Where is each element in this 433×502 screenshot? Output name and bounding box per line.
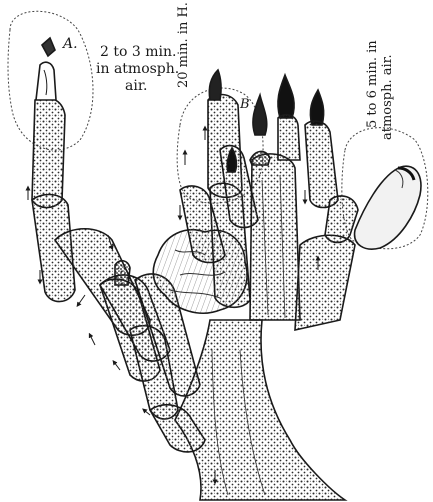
note-a-line1: 2 to 3 min.: [100, 44, 176, 60]
note-a-line3: air.: [125, 78, 147, 94]
label-b: B: [239, 97, 250, 112]
label-a: A.: [61, 36, 78, 52]
note-b: 20 min. in H.: [176, 2, 191, 88]
note-c-line1: 5 to 6 min. in: [365, 40, 380, 128]
upper-right-branches: [250, 75, 358, 330]
pale-cell: [355, 166, 421, 249]
note-c-line2: atmosph. air.: [380, 54, 395, 140]
note-a-line2: in atmosph.: [96, 61, 179, 77]
main-stem: [175, 320, 345, 500]
